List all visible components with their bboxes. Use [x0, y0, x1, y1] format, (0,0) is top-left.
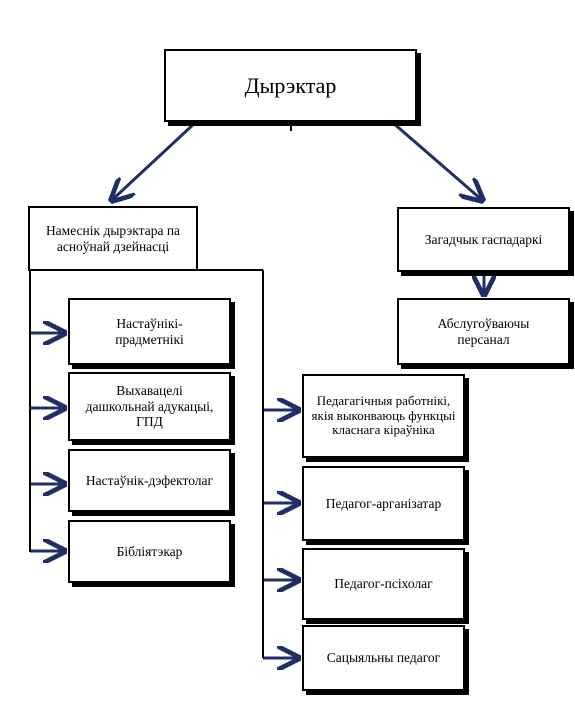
librarian-box: Бібліятэкар — [68, 520, 231, 583]
arrow-director-to-deputy — [112, 120, 198, 200]
service-staff-label: Абслугоўваючы персанал — [437, 315, 530, 347]
arrow-director-to-household — [391, 120, 482, 200]
defectologist-label: Настаўнік-дэфектолаг — [85, 472, 214, 488]
class-teachers-label: Педагагічныя работнікі, якія выконваюць … — [311, 392, 456, 438]
preschool-educators-box: Выхавацелі дашкольнай адукацыі, ГПД — [68, 372, 231, 441]
psychologist-box: Педагог-псіхолаг — [302, 548, 465, 620]
subject-teachers-box: Настаўнікі-прадметнікі — [68, 298, 231, 365]
director-box: Дырэктар — [164, 49, 417, 122]
service-staff-box: Абслугоўваючы персанал — [397, 298, 570, 365]
head-of-household-label: Загадчык гаспадаркі — [424, 231, 543, 247]
preschool-educators-label: Выхавацелі дашкольнай адукацыі, ГПД — [85, 383, 214, 430]
director-label: Дырэктар — [244, 72, 337, 98]
psychologist-label: Педагог-псіхолаг — [334, 576, 433, 592]
librarian-label: Бібліятэкар — [116, 543, 183, 559]
defectologist-box: Настаўнік-дэфектолаг — [68, 449, 231, 512]
class-teachers-box: Педагагічныя работнікі, якія выконваюць … — [302, 374, 465, 458]
social-teacher-box: Сацыяльны педагог — [302, 625, 465, 691]
organizer-label: Педагог-арганізатар — [325, 495, 442, 511]
deputy-label: Намеснік дырэктара па асноўнай дзейнасці — [45, 222, 181, 254]
deputy-box: Намеснік дырэктара па асноўнай дзейнасці — [28, 206, 198, 271]
head-of-household-box: Загадчык гаспадаркі — [397, 207, 570, 272]
social-teacher-label: Сацыяльны педагог — [326, 650, 441, 666]
organizer-box: Педагог-арганізатар — [302, 466, 465, 541]
subject-teachers-label: Настаўнікі-прадметнікі — [115, 315, 184, 347]
